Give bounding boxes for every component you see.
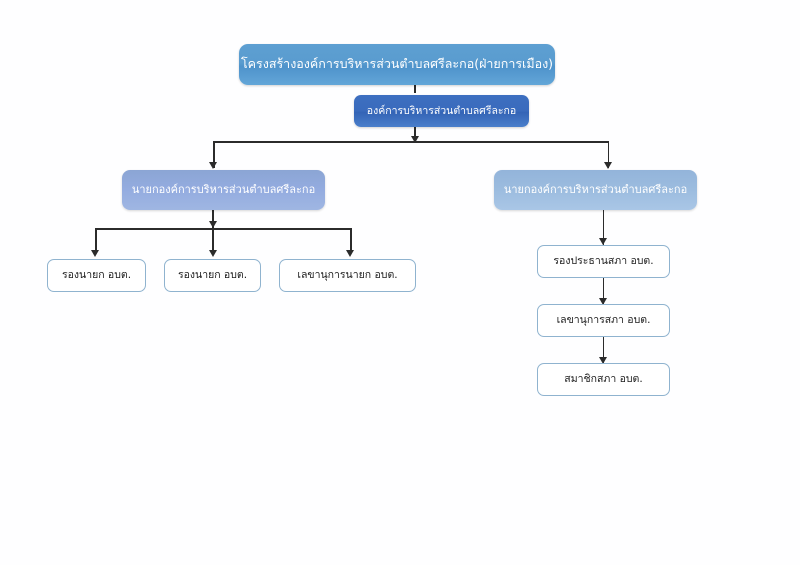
- node-organization[interactable]: องค์การบริหารส่วนตำบลศรีละกอ: [354, 95, 529, 127]
- arrowhead-deputy-2: [208, 250, 217, 257]
- node-deputy-mayor-2[interactable]: รองนายก อบต.: [164, 259, 261, 292]
- connector-vice-chair-to-secretary-council: [602, 278, 605, 305]
- connector-bus-to-council-head: [607, 141, 610, 168]
- connector-exec-head-down: [212, 210, 214, 230]
- arrowhead-council-member: [599, 357, 607, 364]
- node-council-member[interactable]: สมาชิกสภา อบต.: [537, 363, 670, 396]
- node-vice-chair-council[interactable]: รองประธานสภา อบต.: [537, 245, 670, 278]
- node-secretary-council-label: เลขานุการสภา อบต.: [556, 314, 651, 327]
- node-executive-head-label: นายกองค์การบริหารส่วนตำบลศรีละกอ: [131, 182, 316, 196]
- node-executive-head[interactable]: นายกองค์การบริหารส่วนตำบลศรีละกอ: [122, 170, 325, 210]
- node-council-member-label: สมาชิกสภา อบต.: [564, 373, 643, 386]
- arrowhead-exec-head: [209, 162, 218, 169]
- connector-bus-level3-left: [95, 228, 351, 230]
- node-council-head-label: นายกองค์การบริหารส่วนตำบลศรีละกอ: [503, 182, 688, 196]
- node-deputy-mayor-2-label: รองนายก อบต.: [177, 269, 248, 282]
- node-council-head[interactable]: นายกองค์การบริหารส่วนตำบลศรีละกอ: [494, 170, 697, 210]
- node-organization-label: องค์การบริหารส่วนตำบลศรีละกอ: [366, 104, 517, 117]
- connector-bus-to-exec-head: [213, 141, 215, 168]
- connector-bus-to-secretary-mayor: [350, 228, 352, 252]
- node-deputy-mayor-1-label: รองนายก อบต.: [61, 269, 132, 282]
- connector-bus-level2: [213, 141, 609, 143]
- connector-bus-to-deputy-1: [95, 228, 97, 252]
- node-secretary-council[interactable]: เลขานุการสภา อบต.: [537, 304, 670, 337]
- arrowhead-secretary-council: [599, 298, 607, 305]
- arrowhead-deputy-1: [91, 250, 100, 257]
- arrowhead-exec-head-center: [208, 221, 217, 228]
- connector-org-down: [414, 127, 416, 143]
- node-deputy-mayor-1[interactable]: รองนายก อบต.: [47, 259, 146, 292]
- node-title[interactable]: โครงสร้างองค์การบริหารส่วนตำบลศรีละกอ(ฝ่…: [239, 44, 555, 85]
- connector-title-to-org: [414, 84, 416, 93]
- arrowhead-vice-chair: [599, 238, 607, 245]
- node-secretary-to-mayor[interactable]: เลขานุการนายก อบต.: [279, 259, 416, 292]
- arrowhead-council-head: [603, 162, 612, 169]
- connector-council-head-to-vice-chair: [602, 210, 605, 246]
- node-title-label: โครงสร้างองค์การบริหารส่วนตำบลศรีละกอ(ฝ่…: [240, 56, 554, 72]
- connector-secretary-council-to-council-member: [602, 337, 605, 364]
- connector-bus-to-deputy-2: [212, 228, 214, 252]
- arrowhead-secretary-mayor: [346, 250, 355, 257]
- node-secretary-to-mayor-label: เลขานุการนายก อบต.: [297, 269, 398, 282]
- arrowhead-org-center: [410, 136, 419, 143]
- node-vice-chair-council-label: รองประธานสภา อบต.: [553, 255, 654, 268]
